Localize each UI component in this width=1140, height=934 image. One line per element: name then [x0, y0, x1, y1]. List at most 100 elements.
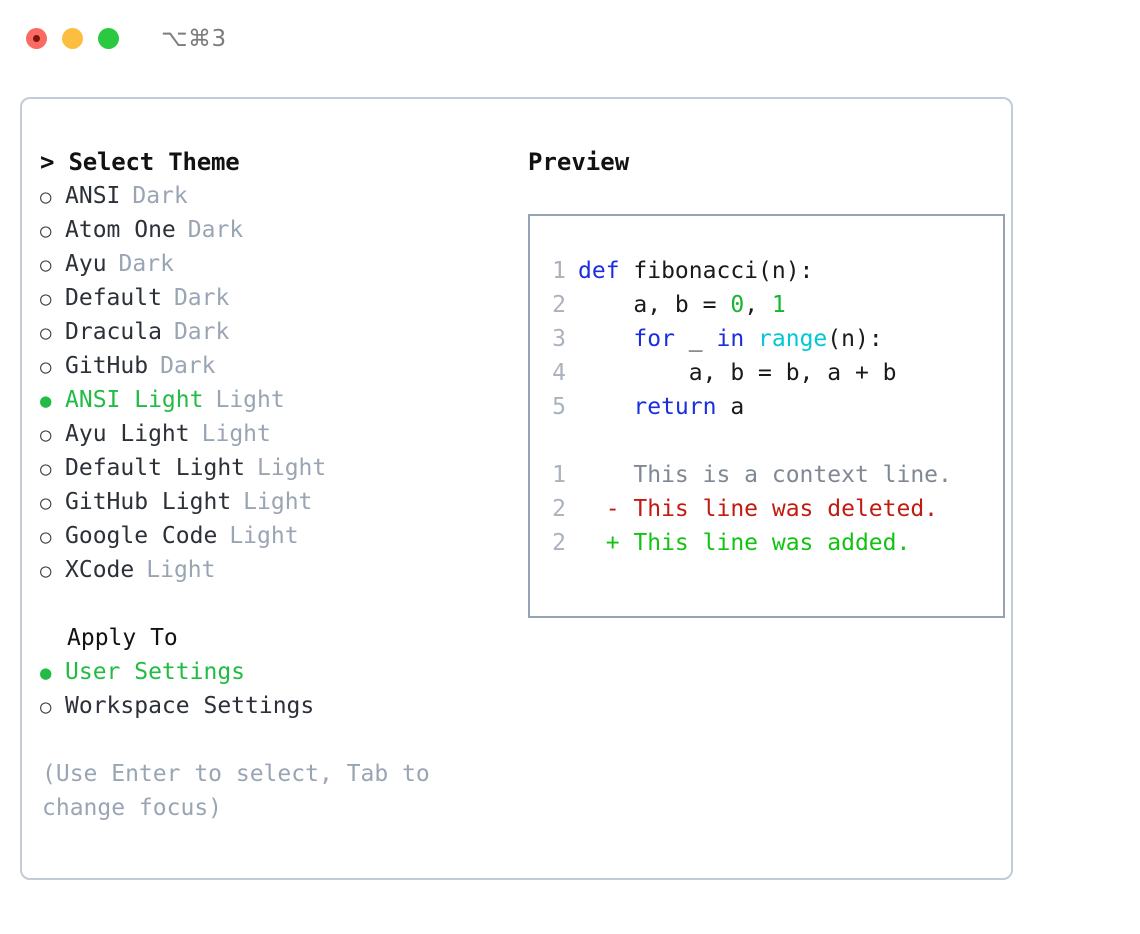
- radio-unselected-icon: ○: [40, 254, 52, 276]
- code-token: in: [716, 326, 759, 352]
- apply-to-option-list[interactable]: ● User Settings ○ Workspace Settings: [40, 655, 502, 723]
- radio-unselected-icon: ○: [40, 322, 52, 344]
- theme-variant-label: Light: [201, 421, 271, 447]
- theme-option-5[interactable]: ○ GitHub Dark: [40, 349, 502, 383]
- select-theme-heading: > Select Theme: [40, 148, 240, 176]
- code-token: for: [633, 326, 675, 352]
- radio-unselected-icon: ○: [40, 220, 52, 242]
- radio-unselected-icon: ○: [40, 560, 52, 582]
- line-number: 1: [552, 462, 566, 488]
- theme-option-2[interactable]: ○ Ayu Dark: [40, 247, 502, 281]
- diff-line-text: This is a context line.: [578, 462, 952, 488]
- radio-unselected-icon: ○: [40, 288, 52, 310]
- minimize-window-button[interactable]: [62, 28, 83, 49]
- theme-option-label: XCode: [65, 557, 135, 583]
- radio-selected-icon: ●: [40, 662, 52, 684]
- code-token: return: [633, 394, 717, 420]
- code-token: [578, 394, 633, 420]
- diff-line-text: + This line was added.: [578, 530, 911, 556]
- code-token: 0: [730, 292, 745, 318]
- theme-option-label: Ayu: [65, 251, 107, 277]
- code-token: ,: [744, 292, 772, 318]
- apply-to-option-label: Workspace Settings: [65, 693, 315, 719]
- radio-unselected-icon: ○: [40, 186, 52, 208]
- theme-option-label: Default: [65, 285, 162, 311]
- traffic-light-buttons: [26, 28, 119, 49]
- theme-option-label: Dracula: [65, 319, 162, 345]
- code-line-text: a, b = 0, 1: [578, 288, 786, 322]
- diff-sample: 1 This is a context line. 2 - This line w…: [550, 458, 1003, 560]
- theme-variant-label: Light: [243, 489, 313, 515]
- line-number: 2: [552, 530, 566, 556]
- keyboard-hint-text: (Use Enter to select, Tab to change focu…: [42, 761, 444, 821]
- line-number: 4: [552, 360, 566, 386]
- radio-unselected-icon: ○: [40, 526, 52, 548]
- theme-variant-label: Dark: [160, 353, 216, 379]
- code-token: a, b =: [578, 292, 731, 318]
- theme-variant-label: Dark: [118, 251, 174, 277]
- code-line: 2 a, b = 0, 1: [550, 288, 1003, 322]
- code-line: 4 a, b = b, a + b: [550, 356, 1003, 390]
- code-token: def: [578, 258, 634, 284]
- diff-line: 2 + This line was added.: [550, 526, 1003, 560]
- line-number: 5: [552, 394, 566, 420]
- code-diff-spacer: [550, 424, 1003, 458]
- theme-option-6[interactable]: ● ANSI Light Light: [40, 383, 502, 417]
- code-token: [578, 326, 633, 352]
- code-line-text: a, b = b, a + b: [578, 356, 897, 390]
- theme-option-4[interactable]: ○ Dracula Dark: [40, 315, 502, 349]
- radio-unselected-icon: ○: [40, 356, 52, 378]
- title-bar: ⌥⌘3: [0, 0, 1140, 77]
- apply-to-option-label: User Settings: [65, 659, 246, 685]
- close-window-button[interactable]: [26, 28, 47, 49]
- keyboard-shortcut-label: ⌥⌘3: [161, 25, 227, 52]
- theme-variant-label: Dark: [187, 217, 244, 243]
- theme-option-label: Atom One: [65, 217, 176, 243]
- theme-option-label: Ayu Light: [65, 421, 190, 447]
- line-number: 2: [552, 292, 566, 318]
- code-token: (n):: [827, 326, 883, 352]
- zoom-window-button[interactable]: [98, 28, 119, 49]
- diff-line: 2 - This line was deleted.: [550, 492, 1003, 526]
- code-token: fibonacci(n):: [633, 258, 814, 284]
- theme-option-1[interactable]: ○ Atom One Dark: [40, 213, 502, 247]
- code-line-text: for _ in range(n):: [578, 322, 883, 356]
- apply-to-option-0[interactable]: ● User Settings: [40, 655, 502, 689]
- apply-to-option-1[interactable]: ○ Workspace Settings: [40, 689, 502, 723]
- theme-variant-label: Light: [215, 387, 285, 413]
- diff-line-text: - This line was deleted.: [578, 496, 939, 522]
- apply-to-heading: Apply To: [67, 625, 178, 651]
- theme-option-label: ANSI: [65, 183, 121, 209]
- code-token: _: [674, 326, 717, 352]
- code-token: range: [758, 326, 828, 352]
- theme-variant-label: Dark: [173, 285, 230, 311]
- line-number: 3: [552, 326, 566, 352]
- theme-variant-label: Light: [146, 557, 216, 583]
- radio-unselected-icon: ○: [40, 696, 52, 718]
- code-token: a, b = b, a + b: [578, 360, 897, 386]
- radio-selected-icon: ●: [40, 390, 52, 412]
- theme-option-label: GitHub: [65, 353, 149, 379]
- theme-option-3[interactable]: ○ Default Dark: [40, 281, 502, 315]
- theme-variant-label: Dark: [173, 319, 230, 345]
- code-line: 5 return a: [550, 390, 1003, 424]
- code-token: 1: [771, 292, 786, 318]
- theme-option-label: ANSI Light: [65, 387, 204, 413]
- code-line-text: def fibonacci(n):: [578, 254, 813, 288]
- code-token: a: [716, 394, 745, 420]
- theme-option-11[interactable]: ○ XCode Light: [40, 553, 502, 587]
- line-number: 2: [552, 496, 566, 522]
- radio-unselected-icon: ○: [40, 492, 52, 514]
- radio-unselected-icon: ○: [40, 458, 52, 480]
